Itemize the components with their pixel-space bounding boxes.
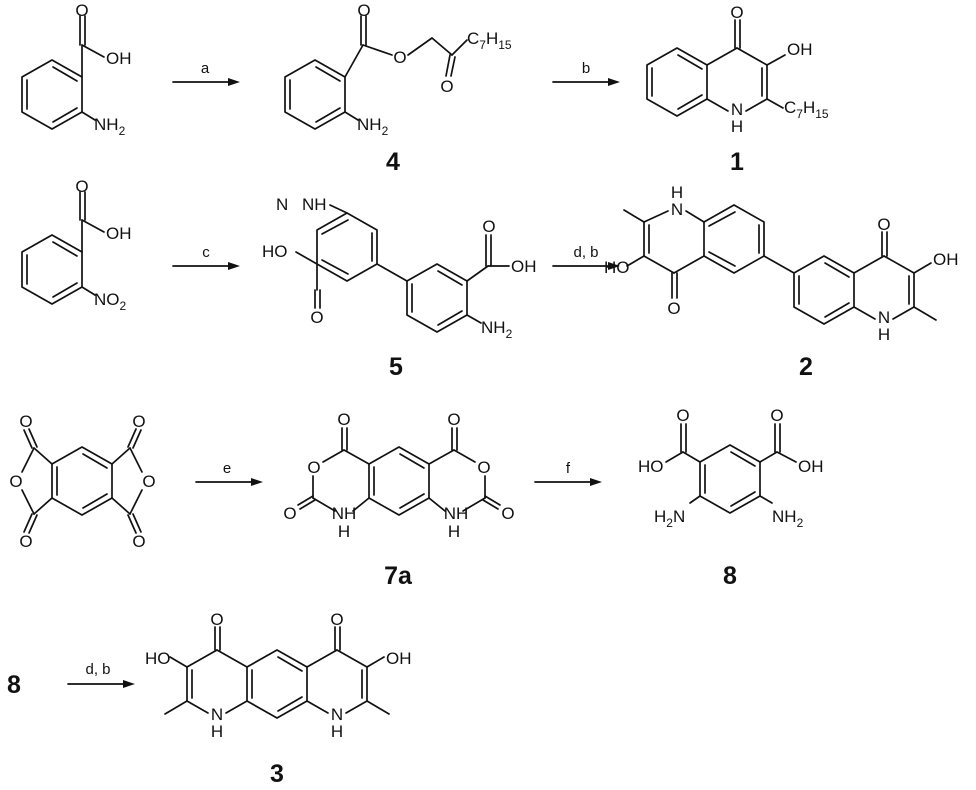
anthranilic-acid: O OH NH2 xyxy=(21,1,132,138)
compound-1-structure: O OH N H C7H15 xyxy=(646,3,829,136)
hydroxyl-label-b: OH xyxy=(933,250,959,269)
nitrogen-hydrogen-label-b: H xyxy=(878,325,890,344)
nitrogen-hydrogen-label: H xyxy=(211,722,223,741)
oxygen-label-d: O xyxy=(132,412,145,431)
oxygen-label-e: O xyxy=(142,472,155,491)
hydroxyl-label: HO xyxy=(145,649,171,668)
amine-label: H2N xyxy=(654,507,685,530)
condition-d-b: d, b xyxy=(573,244,598,261)
compound-label-2: 2 xyxy=(799,353,813,381)
hydroxyl-label: OH xyxy=(106,224,132,243)
condition-e: e xyxy=(223,460,231,477)
oxygen-label-b: O xyxy=(482,217,495,236)
amine-label: NH2 xyxy=(357,115,389,138)
hydroxyl-label: HO xyxy=(262,242,288,261)
oxygen-label: O xyxy=(676,406,689,425)
condition-d-b-2: d, b xyxy=(85,661,110,678)
hydroxyl-label-b: OH xyxy=(798,457,824,476)
amine-label-c: NH2 xyxy=(481,318,513,341)
oxygen-label: O xyxy=(75,1,88,20)
nitrogen-hydrogen-label-b: H xyxy=(331,722,343,741)
oxygen-label-b: O xyxy=(283,504,296,523)
amine-label-b: NH2 xyxy=(772,507,804,530)
hydroxyl-label: HO xyxy=(604,258,630,277)
carbonyl-oxygen-label-b: O xyxy=(877,215,890,234)
amine-label-b: NH xyxy=(302,195,327,214)
nitrogen-label: N xyxy=(671,200,683,219)
compound-label-8-start: 8 xyxy=(7,671,21,699)
hydroxyl-label-b: OH xyxy=(386,649,412,668)
hydroxyl-label: HO xyxy=(638,457,664,476)
compound-2-structure: N H HO O O OH N H xyxy=(604,183,959,344)
carbonyl-oxygen-label: O xyxy=(730,3,743,22)
nitrogen-label-b: NH xyxy=(444,504,469,523)
nitro-label: NO2 xyxy=(94,290,127,313)
heptyl-label: C7H15 xyxy=(467,29,512,52)
oxygen-label: O xyxy=(19,412,32,431)
ring-oxygen-label: O xyxy=(307,458,320,477)
oxygen-label-b: O xyxy=(9,472,22,491)
compound-label-5: 5 xyxy=(389,353,403,381)
nitrogen-hydrogen-label-b: H xyxy=(448,522,460,541)
nitrogen-label: NH xyxy=(332,504,357,523)
nitrogen-label: N xyxy=(731,100,743,119)
ester-oxygen-label: O xyxy=(393,48,406,67)
condition-c: c xyxy=(202,244,210,261)
oxygen-label-b: O xyxy=(770,406,783,425)
amine-label: NH2 xyxy=(94,115,126,138)
oxygen-label: O xyxy=(75,177,88,196)
compound-5-structure: N NH HO O O OH NH2 xyxy=(262,195,537,341)
compound-label-4: 4 xyxy=(386,148,400,176)
oxygen-label: O xyxy=(310,308,323,327)
nitrogen-hydrogen-label: H xyxy=(671,183,683,202)
oxygen-label-f: O xyxy=(132,532,145,551)
compound-label-7a: 7a xyxy=(384,562,413,590)
heptyl-label: C7H15 xyxy=(784,98,829,121)
compound-7a-structure: O O O NH H O O O NH H xyxy=(283,410,514,541)
compound-8-structure: O HO O OH H2N NH2 xyxy=(638,406,824,530)
nitrogen-label: N xyxy=(211,705,223,724)
arrow-b: b xyxy=(552,60,620,86)
ketone-oxygen-label: O xyxy=(440,77,453,96)
nitrogen-hydrogen-label: H xyxy=(338,522,350,541)
oxygen-label: O xyxy=(357,1,370,20)
compound-4-structure: O O O C7H15 NH2 xyxy=(284,1,512,138)
nitrobenzoic-acid: O OH NO2 xyxy=(21,177,132,313)
amine-label: N xyxy=(276,195,288,214)
arrow-a: a xyxy=(172,60,240,86)
compound-label-1: 1 xyxy=(730,148,744,176)
oxygen-label-c: O xyxy=(447,410,460,429)
hydroxyl-label: OH xyxy=(787,40,813,59)
arrow-d-b-2: d, b xyxy=(67,661,135,688)
carbonyl-oxygen-label: O xyxy=(667,299,680,318)
arrow-e: e xyxy=(195,460,263,486)
arrow-d-b: d, b xyxy=(552,244,620,270)
condition-f: f xyxy=(566,460,571,477)
compound-label-8: 8 xyxy=(723,562,737,590)
condition-a: a xyxy=(201,60,210,77)
arrow-c: c xyxy=(172,244,240,270)
pyromellitic-dianhydride: O O O O O O xyxy=(9,412,155,551)
carbonyl-oxygen-label-b: O xyxy=(330,610,343,629)
compound-3-structure: O HO N H O OH N H xyxy=(145,610,412,741)
nitrogen-label-b: N xyxy=(331,705,343,724)
arrow-f: f xyxy=(534,460,602,486)
ring-oxygen-label-b: O xyxy=(477,458,490,477)
compound-label-3: 3 xyxy=(270,760,284,788)
nitrogen-hydrogen-label: H xyxy=(731,117,743,136)
oxygen-label: O xyxy=(337,410,350,429)
hydroxyl-label-b: OH xyxy=(511,257,537,276)
nitrogen-label-b: N xyxy=(878,308,890,327)
oxygen-label-c: O xyxy=(19,532,32,551)
condition-b: b xyxy=(582,60,590,77)
hydroxyl-label: OH xyxy=(106,49,132,68)
carbonyl-oxygen-label: O xyxy=(210,610,223,629)
oxygen-label-d: O xyxy=(501,504,514,523)
